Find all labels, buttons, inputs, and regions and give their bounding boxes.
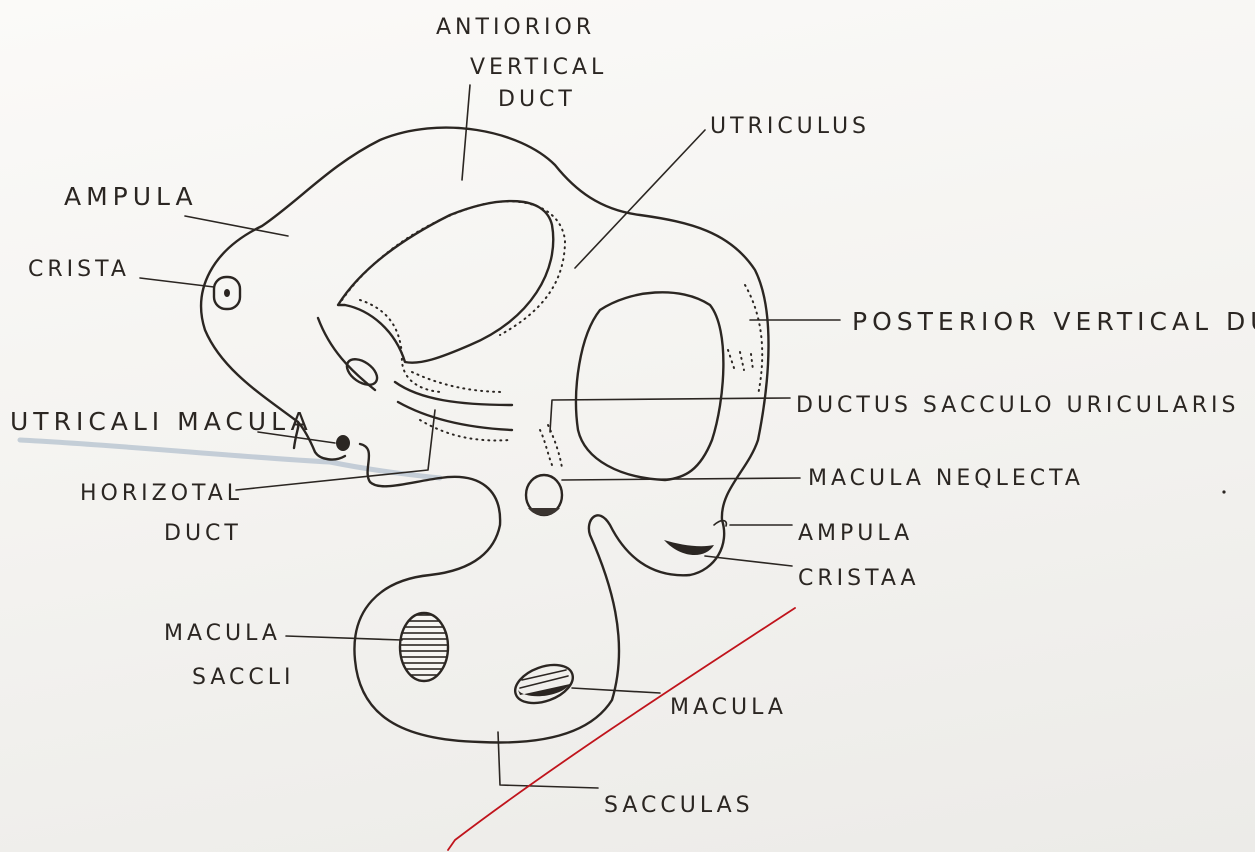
label-anterior-3: DUCT — [498, 87, 576, 112]
leader-anterior-duct — [462, 85, 470, 180]
horizontal-duct-upper — [395, 382, 512, 405]
label-sacculas: SACCULAS — [604, 793, 754, 818]
label-utriculus: UTRICULUS — [710, 114, 870, 139]
label-macula-sacculi-1: MACULA — [164, 621, 281, 646]
posterior-duct-inner-loop — [576, 292, 723, 480]
leader-macula-neglecta — [562, 478, 800, 480]
label-macula: MACULA — [670, 695, 787, 720]
macula-lower-oval — [510, 658, 578, 710]
leader-macula-sacculi — [286, 636, 402, 640]
label-cristaa-right: CRISTAA — [798, 566, 920, 591]
leader-sacculas — [498, 732, 598, 788]
membrane-dots-anterior — [342, 201, 565, 335]
utricular-macula-dot — [336, 435, 350, 451]
label-anterior-2: VERTICAL — [470, 55, 607, 80]
macula-sacculi-oval — [400, 613, 448, 681]
label-macula-neglecta: MACULA NEQLECTA — [808, 466, 1084, 491]
label-anterior-1: ANTIORIOR — [436, 15, 595, 40]
macula-neglecta-fill — [528, 508, 560, 516]
posterior-crista-fill — [664, 540, 714, 555]
anterior-ampulla-opening — [342, 354, 381, 390]
blue-smudge — [20, 440, 440, 478]
leader-ductus-sacculo — [550, 398, 790, 432]
ductus-sacculo-dots — [540, 425, 562, 468]
posterior-duct-dots — [745, 285, 762, 395]
label-utricali-macula: UTRICALI MACULA — [10, 407, 313, 436]
label-horizontal-2: DUCT — [164, 521, 242, 546]
horizontal-duct-lower — [398, 402, 512, 430]
label-posterior-duct: POSTERIOR VERTICAL DUCT — [852, 307, 1255, 336]
label-macula-sacculi-2: SACCLI — [192, 665, 295, 690]
anterior-duct-inner-loop — [338, 201, 553, 363]
posterior-duct-dots-2 — [728, 350, 753, 370]
labels: ANTIORIOR VERTICAL DUCT UTRICULUS AMPULA… — [10, 15, 1255, 818]
label-ductus-sacculo: DUCTUS SACCULO URICULARIS — [796, 393, 1239, 418]
label-crista-left: CRISTA — [28, 257, 130, 282]
leader-cristaa-right — [705, 556, 792, 566]
anterior-duct-inner-curve — [318, 318, 375, 390]
label-horizontal-1: HORIZOTAL — [80, 481, 243, 506]
crista-left-dot — [224, 289, 230, 297]
leader-crista-left — [140, 278, 214, 287]
label-ampula-right: AMPULA — [798, 521, 913, 546]
label-ampula-left: AMPULA — [64, 182, 198, 211]
stray-dot — [1222, 490, 1225, 493]
